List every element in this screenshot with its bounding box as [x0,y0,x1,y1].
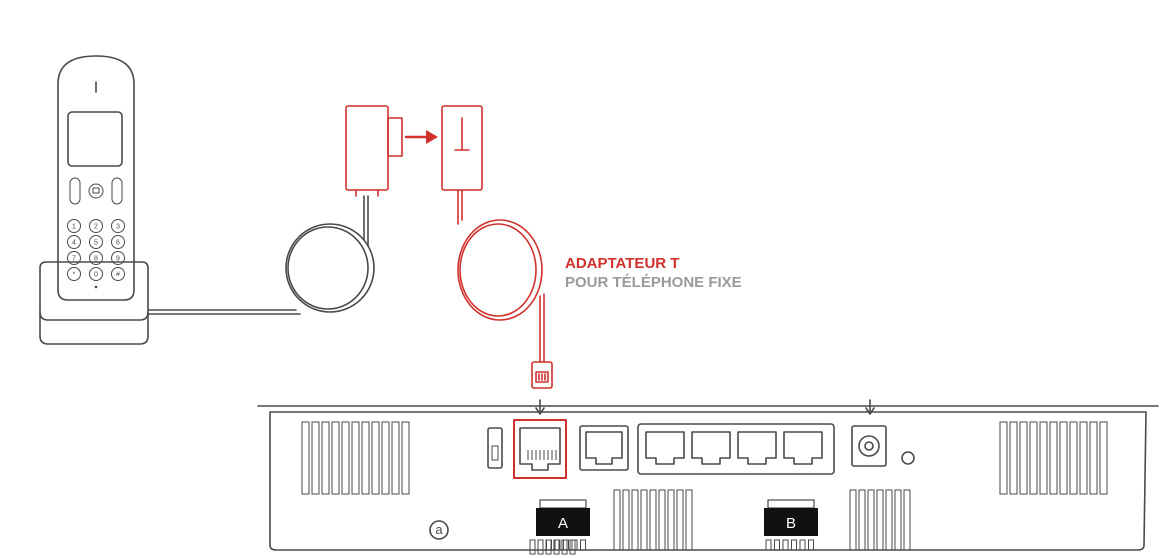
phone-key-label: 8 [94,256,98,263]
phone-key-label: 2 [94,224,98,231]
router-vent-right [999,421,1108,495]
phone-base [39,261,149,345]
phone-port [513,419,567,479]
port-a-tag: A [536,499,590,551]
phone-key: * [67,267,81,281]
t-adapter-plug [441,105,483,225]
phone-key: 2 [89,219,103,233]
ethernet-port-icon [579,425,629,471]
power-jack-icon [851,425,887,467]
phone-key-label: * [73,272,76,279]
router: a A B [257,399,1159,555]
phone-key: 3 [111,219,125,233]
arrow-down-icon [535,399,545,415]
phone-key: 5 [89,235,103,249]
phone-key: 7 [67,251,81,265]
phone-key-label: 0 [94,272,98,279]
phone-key-label: 1 [72,224,76,231]
phone-key-label: # [116,272,120,279]
phone-key: 8 [89,251,103,265]
phone-key-label: 5 [94,240,98,247]
adapter-subtitle: POUR TÉLÉPHONE FIXE [565,274,742,291]
phone-keypad: 1 2 3 4 5 6 7 8 9 * 0 # [67,219,125,281]
cordless-phone: 1 2 3 4 5 6 7 8 9 * 0 # [39,55,149,345]
phone-key-label: 9 [116,256,120,263]
reset-button [901,451,915,465]
adapter-cord [457,219,545,363]
port-a-label: A [558,515,568,532]
port-b-tag: B [764,499,818,551]
phone-handset-icon [57,55,135,301]
router-vent-left [301,421,410,495]
phone-cord [147,195,375,315]
router-vent-bottom [613,489,693,551]
marker-label: a [435,522,443,537]
router-vent-bottom [849,489,911,551]
phone-key: 4 [67,235,81,249]
phone-key: 1 [67,219,81,233]
phone-key-label: 4 [72,240,76,247]
arrow-right-icon [404,130,438,144]
phone-key-label: 7 [72,256,76,263]
phone-key-label: 3 [116,224,120,231]
marker-a: a [429,520,449,540]
phone-key: 0 [89,267,103,281]
ethernet-switch-ports [637,423,835,475]
phone-key: # [111,267,125,281]
phone-key: 9 [111,251,125,265]
port-b-label: B [786,515,796,532]
arrow-down-icon [865,399,875,415]
phone-key-label: 6 [116,240,120,247]
phone-key: 6 [111,235,125,249]
router-body [269,411,1147,551]
rj11-plug-icon [531,361,553,389]
adapter-title: ADAPTATEUR T [565,255,679,272]
t-adapter-socket [345,105,403,197]
